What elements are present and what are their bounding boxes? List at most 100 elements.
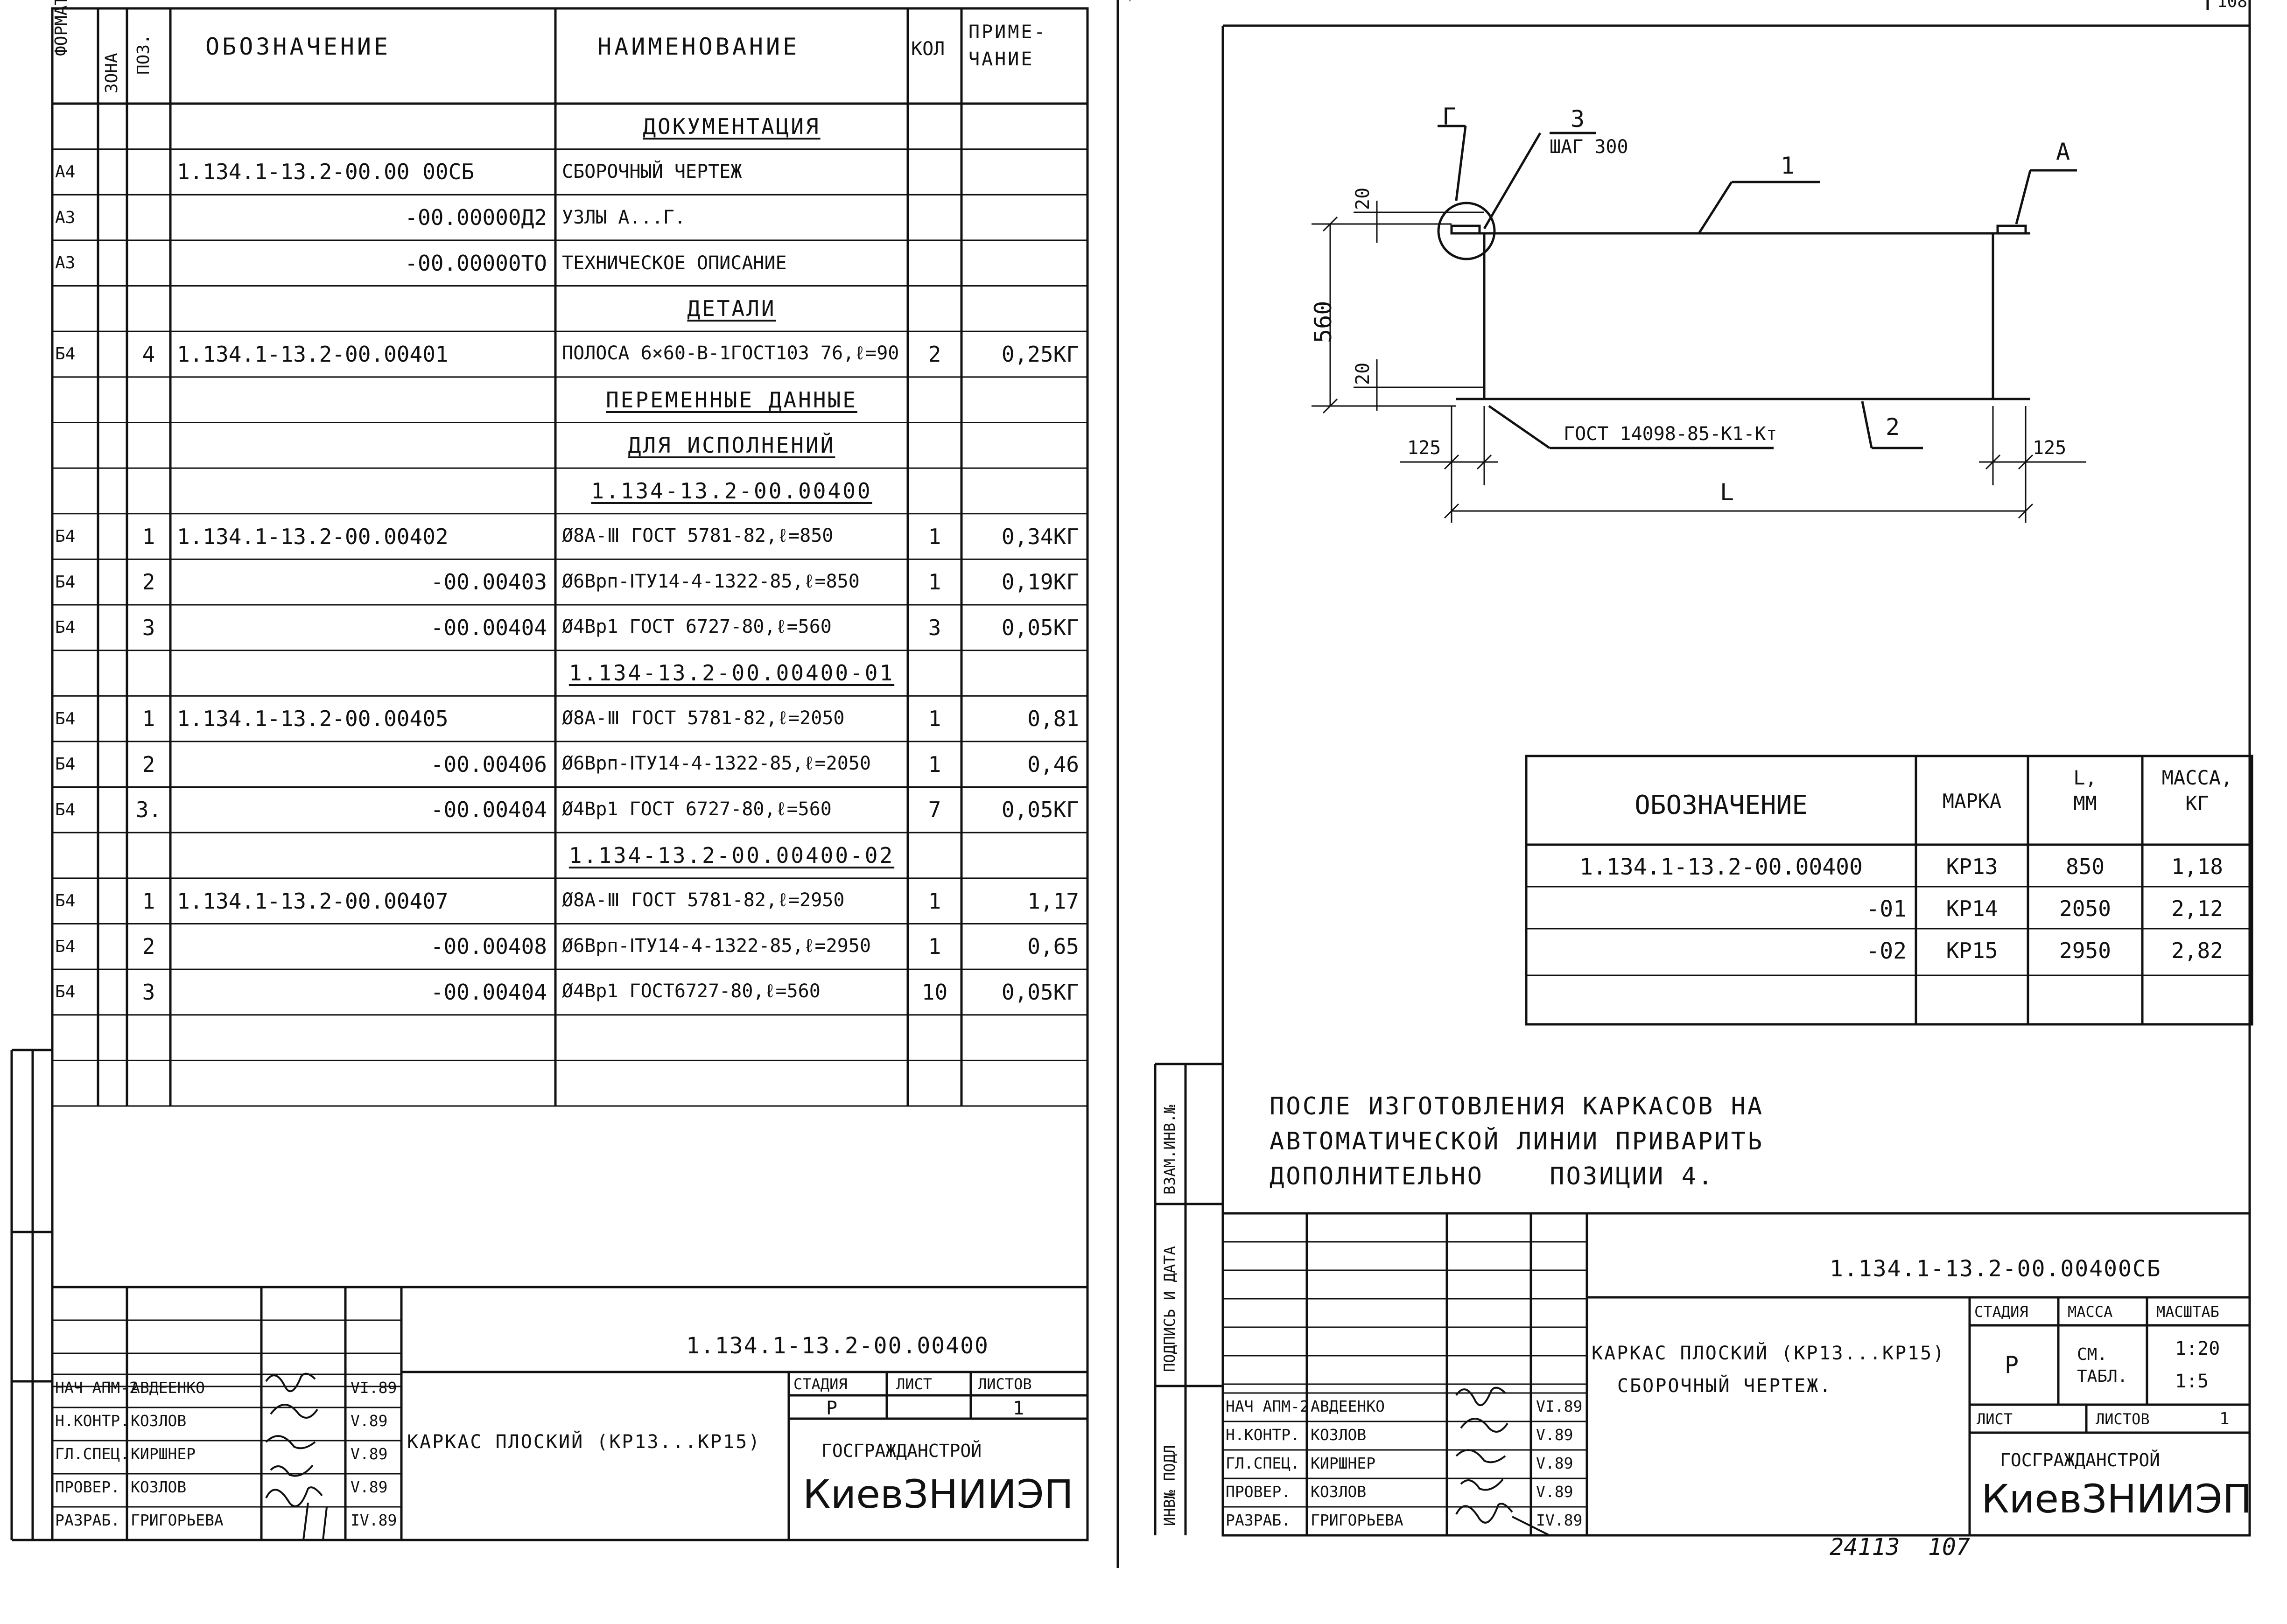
right-sheet-label: ЛИСТ — [1977, 1410, 2013, 1428]
right-sheets: 1 — [2219, 1409, 2230, 1428]
dim-560: 560 — [1310, 301, 1337, 343]
right-title-1: КАРКАС ПЛОСКИЙ (КР13...КР15) — [1592, 1343, 1946, 1364]
cell-note: 0,25КГ — [961, 331, 1087, 377]
cell-designation: -00.00404 — [170, 605, 555, 651]
cell-note: 0,81 — [961, 696, 1087, 742]
cell-name: ТЕХНИЧЕСКОЕ ОПИСАНИЕ — [555, 240, 908, 286]
marks-table-grid — [1525, 755, 2253, 1026]
cell-name-text: ДЛЯ ИСПОЛНЕНИЙ — [628, 433, 835, 458]
cell-format-text: Б4 — [55, 527, 76, 546]
frame-drawing — [1437, 125, 2077, 449]
cell-name-text: Ø6Врп-ⅠТУ14-4-1322-85,ℓ=2950 — [562, 935, 871, 957]
cell-name-text: Ø4Вр1 ГОСТ6727-80,ℓ=560 — [562, 980, 821, 1002]
cell-name-text: Ø4Вр1 ГОСТ 6727-80,ℓ=560 — [562, 616, 832, 638]
cell-name-text: 1.134-13.2-00.00400-01 — [568, 660, 895, 686]
marks-cell: КР13 — [1946, 854, 1998, 879]
cell-note: 1,17 — [961, 878, 1087, 924]
cell-name-text: Ø8А-Ⅲ ГОСТ 5781-82,ℓ=2950 — [562, 889, 845, 911]
right-mass: СМ. ТАБЛ. — [2077, 1345, 2128, 1386]
cell-format-text: Б4 — [55, 982, 76, 1002]
cell-name: Ø6Врп-ⅠТУ14-4-1322-85,ℓ=2950 — [555, 924, 908, 969]
left-doc-number: 1.134.1-13.2-00.00400 — [686, 1333, 989, 1359]
left-stage: Р — [826, 1398, 838, 1419]
cell-name: Ø8А-Ⅲ ГОСТ 5781-82,ℓ=2050 — [555, 696, 908, 742]
cell-designation-text: 1.134.1-13.2-00.00401 — [177, 341, 449, 367]
cell-note-text: 0,05КГ — [1001, 615, 1079, 640]
cell-designation-text: -00.00408 — [430, 934, 547, 959]
marks-header-2: L, ММ — [2073, 766, 2097, 815]
archive-number: 24113 107 — [1830, 1533, 1971, 1561]
spec-row: ПЕРЕМЕННЫЕ ДАННЫЕ — [52, 377, 1140, 423]
cell-pos — [127, 422, 170, 468]
cell-designation: -00.00408 — [170, 924, 555, 969]
sig-date: VI.89 — [1536, 1397, 1583, 1415]
cell-qty — [908, 468, 961, 514]
cell-format-text: А4 — [55, 162, 76, 182]
dim-20-bottom: 20 — [1352, 362, 1374, 385]
right-mass-label: МАССА — [2068, 1303, 2113, 1321]
cell-format: Б4 — [52, 605, 98, 651]
cell-qty-text: 1 — [928, 888, 941, 914]
cell-pos: 3 — [127, 969, 170, 1015]
cell-designation: -00.00406 — [170, 742, 555, 787]
cell-format-text: Б4 — [55, 800, 76, 819]
cell-note — [961, 286, 1087, 332]
cell-qty: 1 — [908, 878, 961, 924]
cell-note-text: 0,19КГ — [1001, 569, 1079, 595]
cell-note — [961, 651, 1087, 696]
cell-name: Ø4Вр1 ГОСТ6727-80,ℓ=560 — [555, 969, 908, 1015]
cell-designation-text: 1.134.1-13.2-00.00407 — [177, 888, 449, 914]
cell-pos: 3 — [127, 605, 170, 651]
sig-name: КОЗЛОВ — [131, 1478, 187, 1496]
cell-note: 0,34КГ — [961, 514, 1087, 560]
cell-pos: 1 — [127, 878, 170, 924]
marks-header-1: МАРКА — [1942, 790, 2002, 812]
cell-format — [52, 104, 98, 149]
marks-table-rows — [1526, 886, 2252, 976]
sig-role: ГЛ.СПЕЦ. — [55, 1445, 129, 1463]
cell-qty: 1 — [908, 514, 961, 560]
label-step: ШАГ 300 — [1550, 136, 1628, 158]
cell-note-text: 0,25КГ — [1001, 341, 1079, 367]
cell-designation-text: -00.00404 — [430, 615, 547, 640]
cell-designation-text: -00.00000Д2 — [405, 205, 547, 231]
marks-cell: КР15 — [1946, 938, 1998, 963]
cell-qty — [908, 195, 961, 240]
spec-row: ДЕТАЛИ — [52, 286, 1140, 332]
cell-note — [961, 104, 1087, 149]
marks-cell: 1,18 — [2171, 854, 2223, 879]
cell-format-text: Б4 — [55, 937, 76, 956]
side-label-replace-inv: ВЗАМ.ИНВ.№ — [1161, 1105, 1179, 1195]
cell-format-text: Б4 — [55, 572, 76, 592]
sig-role: Н.КОНТР. — [1226, 1426, 1300, 1444]
left-sheets: 1 — [1013, 1398, 1024, 1419]
cell-note-text: 0,81 — [1027, 706, 1079, 732]
header-pos: ПОЗ. — [134, 34, 153, 75]
right-doc-number: 1.134.1-13.2-00.00400СБ — [1830, 1256, 2161, 1282]
cell-qty-text: 3 — [928, 615, 941, 640]
weld-gost: ГОСТ 14098-85-К1-Кт — [1564, 423, 1777, 445]
right-sheets-label: ЛИСТОВ — [2096, 1410, 2150, 1428]
cell-note: 0,65 — [961, 924, 1087, 969]
cell-note — [961, 195, 1087, 240]
sig-name: АВДЕЕНКО — [131, 1379, 205, 1397]
drawing-frame — [1129, 0, 2253, 1537]
sig-role: ПРОВЕР. — [55, 1478, 120, 1496]
marks-cell: -02 — [1866, 938, 1907, 964]
cell-name-text: Ø6Врп-ⅠТУ14-4-1322-85,ℓ=850 — [562, 570, 860, 592]
sig-name: КИРШНЕР — [1311, 1454, 1376, 1472]
cell-pos: 4 — [127, 331, 170, 377]
label-pos-2: 2 — [1886, 413, 1900, 441]
cell-name: Ø4Вр1 ГОСТ 6727-80,ℓ=560 — [555, 605, 908, 651]
cell-designation-text: -00.00406 — [430, 751, 547, 777]
cell-note — [961, 422, 1087, 468]
cell-pos — [127, 286, 170, 332]
cell-format: Б4 — [52, 514, 98, 560]
cell-name-text: СБОРОЧНЫЙ ЧЕРТЕЖ — [562, 161, 742, 183]
sig-name: КОЗЛОВ — [131, 1412, 187, 1430]
cell-pos — [127, 833, 170, 878]
